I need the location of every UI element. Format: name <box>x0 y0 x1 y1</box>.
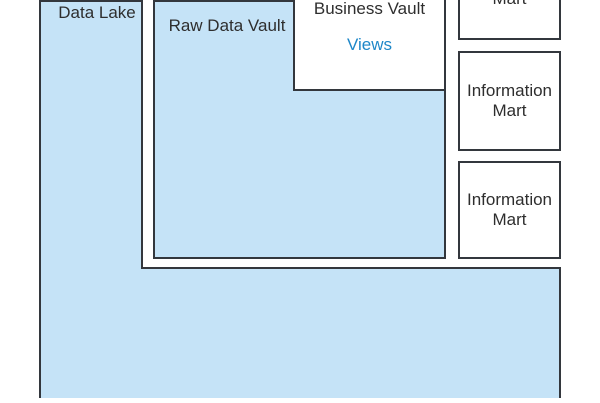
views-link[interactable]: Views <box>346 35 393 54</box>
data-lake-label: Data Lake <box>58 3 136 22</box>
business-vault-label: Business Vault <box>313 0 426 18</box>
information-mart-box-2: Information Mart <box>458 51 561 151</box>
information-mart-box-1: Information Mart <box>458 0 561 40</box>
raw-data-vault-label: Raw Data Vault <box>168 16 286 35</box>
business-vault-box: Business Vault Views <box>293 0 446 91</box>
information-mart-box-3: Information Mart <box>458 161 561 259</box>
information-mart-label: Information Mart <box>466 81 553 120</box>
information-mart-label: Information Mart <box>466 190 553 229</box>
information-mart-label: Information Mart <box>464 0 556 9</box>
